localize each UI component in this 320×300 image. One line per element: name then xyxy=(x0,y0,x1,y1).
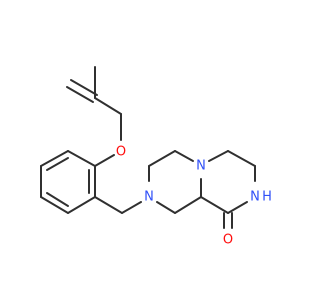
atom-hydrogen-amide: H xyxy=(262,190,272,205)
bond-benzene-inner-1 xyxy=(46,157,69,171)
bond-benzene-4 xyxy=(40,196,69,214)
bond-pip-3 xyxy=(174,150,194,162)
atom-nitrogen-amide: N xyxy=(250,190,260,205)
bond-benzyl-ch2 xyxy=(94,196,123,214)
bond-pip-5 xyxy=(174,196,202,214)
bond-vinyl-double-b xyxy=(70,79,98,96)
bond-benzene-5 xyxy=(67,196,96,214)
atom-labels: O N N N H O xyxy=(116,145,272,248)
bond-lactam-1 xyxy=(208,150,229,162)
bond-pip-6 xyxy=(156,201,176,214)
bond-vinyl-double-a xyxy=(66,86,94,103)
bond-oxygen-ring xyxy=(94,154,115,167)
bond-benzene-inner-2 xyxy=(46,192,69,207)
atom-oxygen-ether: O xyxy=(116,145,126,160)
atom-oxygen-carbonyl: O xyxy=(223,233,233,248)
bond-benzene-2 xyxy=(40,150,69,167)
bond-lactam-2 xyxy=(227,150,256,167)
atom-nitrogen-center: N xyxy=(196,159,206,174)
bond-benzene-1 xyxy=(67,150,96,167)
bond-lactam-5 xyxy=(200,196,229,214)
bond-allyl-ch2 xyxy=(94,97,122,115)
bond-pip-2 xyxy=(148,150,176,167)
bond-ch2-nitrogen xyxy=(121,201,142,214)
atom-nitrogen-left: N xyxy=(144,190,154,205)
molecule-structure-diagram: O N N N H O xyxy=(40,66,272,248)
bond-lines xyxy=(40,66,256,229)
bond-lactam-4 xyxy=(227,201,248,214)
